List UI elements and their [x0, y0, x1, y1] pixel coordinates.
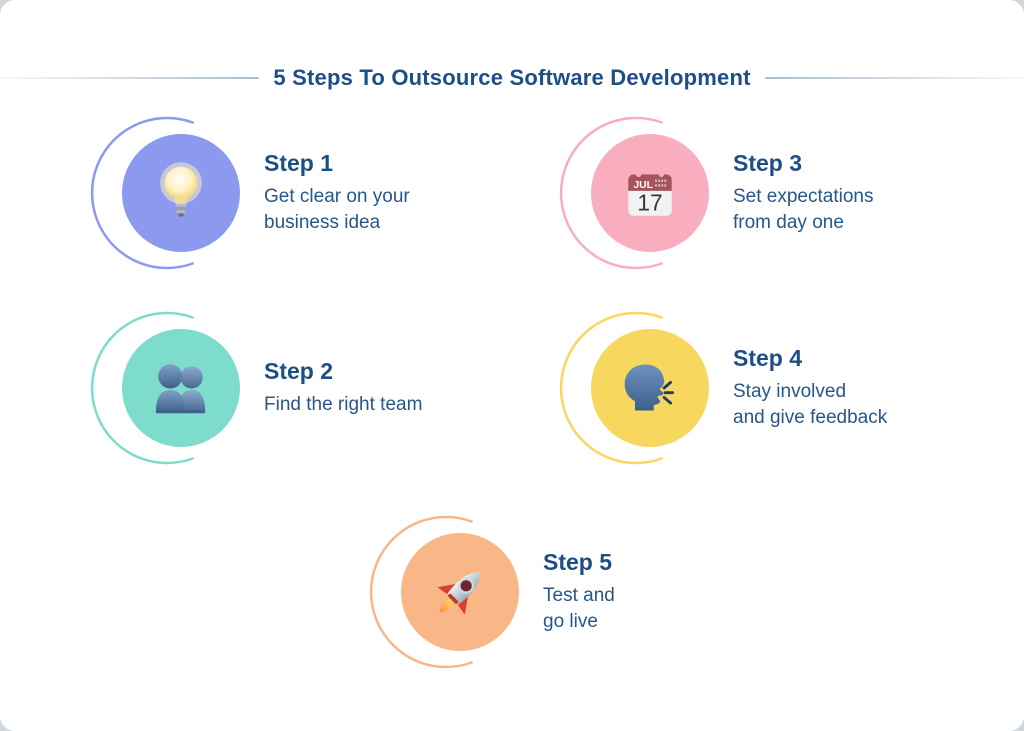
step-1: Step 1 Get clear on your business idea [88, 113, 410, 273]
step-5-heading: Step 5 [543, 549, 613, 575]
step-1-description: Get clear on your business idea [264, 186, 410, 233]
lightbulb-icon [160, 162, 202, 217]
step-2-description: Find the right team [264, 394, 423, 415]
step-2-circle [122, 329, 240, 447]
step-5: Step 5 Test and go live [367, 512, 615, 672]
step-4-arc [559, 311, 663, 465]
step-5-circle [401, 533, 519, 651]
step-3-circle: JUL 17 [591, 134, 709, 252]
page-title: 5 Steps To Outsource Software Developmen… [273, 65, 751, 90]
step-3-icon-area: JUL 17 [557, 113, 727, 273]
step-4-circle [591, 329, 709, 447]
step-4-icon-area [557, 308, 727, 468]
step-3-heading: Step 3 [733, 150, 803, 176]
step-4: Step 4 Stay involved and give feedback [557, 308, 887, 468]
calendar-month-label: JUL [633, 180, 653, 191]
calendar-day-label: 17 [637, 190, 662, 216]
speaking-head-icon [624, 364, 674, 411]
title-divider-right [764, 77, 1024, 79]
step-3-description: Set expectations from day one [733, 186, 874, 233]
step-3: JUL 17 Step 3 Set expectations from day [557, 113, 873, 273]
header: 5 Steps To Outsource Software Developmen… [0, 64, 1024, 92]
step-5-description: Test and go live [543, 585, 615, 632]
step-2-heading: Step 2 [264, 358, 334, 384]
rocket-icon [437, 572, 480, 615]
step-4-text: Step 4 Stay involved and give feedback [733, 345, 887, 431]
step-2-text: Step 2 Find the right team [264, 358, 422, 418]
step-3-text: Step 3 Set expectations from day one [733, 150, 873, 236]
step-1-arc [90, 116, 194, 270]
step-1-circle [122, 134, 240, 252]
step-4-description: Stay involved and give feedback [733, 381, 888, 428]
step-4-heading: Step 4 [733, 345, 803, 371]
step-2: Step 2 Find the right team [88, 308, 422, 468]
step-2-arc [90, 311, 194, 465]
step-5-arc [369, 515, 473, 669]
step-1-heading: Step 1 [264, 150, 334, 176]
title-divider-left [0, 77, 260, 79]
step-1-icon-area [88, 113, 258, 273]
calendar-icon: JUL 17 [628, 171, 672, 216]
step-3-arc [559, 116, 663, 270]
team-icon [155, 364, 206, 414]
step-5-text: Step 5 Test and go live [543, 549, 615, 635]
step-1-text: Step 1 Get clear on your business idea [264, 150, 410, 236]
step-2-icon-area [88, 308, 258, 468]
step-5-icon-area [367, 512, 537, 672]
